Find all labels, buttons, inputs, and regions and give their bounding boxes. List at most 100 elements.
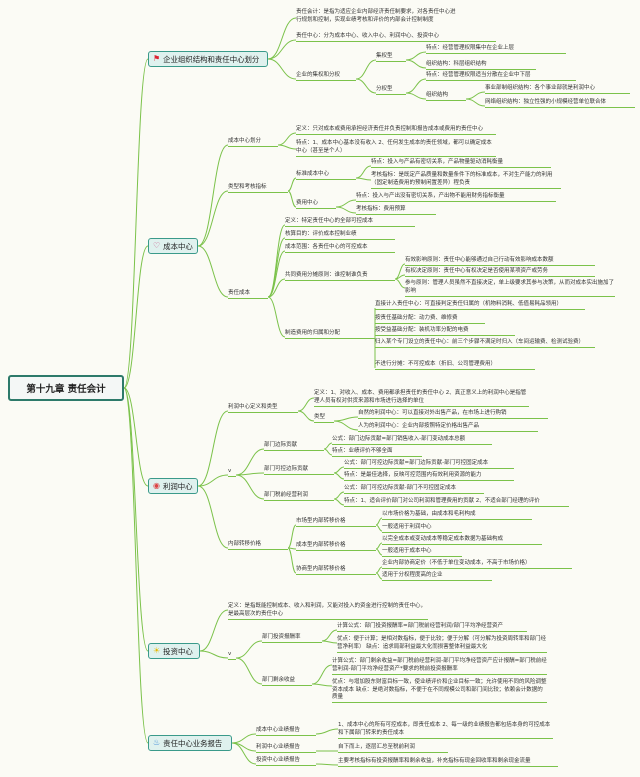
node-s2-gt-b[interactable]: 有权决定原则：责任中心有权决定是否使用某项资产或劳务 [405,268,595,278]
node-s1-org[interactable]: 企业的集权和分权 [296,72,356,82]
node-s2-bz-b[interactable]: 考核指标：是既定产品质量和数量条件下的标准成本，不对生产能力的利用（固定制造费用… [371,172,561,189]
section-investment-center[interactable]: ☀ 投资中心 [148,643,200,659]
node-s3-kk[interactable]: 部门可控边际贡献 [264,466,334,476]
node-s3-kk-b[interactable]: 特点：是最佳选择，反映可控范围内有效利用资源的能力 [344,472,514,482]
connector-line [375,548,383,556]
node-s4-tz-b[interactable]: 优点：便于计算；是相对数指标，便于比较；便于分解（可分解为投资周转率和部门经营净… [337,636,547,653]
node-s2-fy[interactable]: 费用中心 [296,200,336,210]
node-s3-zy[interactable]: 内部转移价格 [228,541,288,551]
node-s3-kk-a[interactable]: 公式：部门可控边际贡献=部门边际贡献-部门可控固定成本 [344,460,514,470]
node-s2-fy-a[interactable]: 特点：投入与产出没有密切关系，产出物不能用财务指标衡量 [356,193,556,203]
node-s3-lx-a[interactable]: 自然的利润中心：可以直接对外出售产品，在市场上进行购销 [358,410,548,420]
connector-line [277,132,297,146]
node-s3-by[interactable]: 部门边际贡献 [264,442,324,452]
node-s3-sq-a[interactable]: 公式：部门可控边际贡献-部门不可控固定成本 [344,485,484,495]
node-s3-cb-a[interactable]: 以完全成本或变动成本等稳定成本数据为基础构成 [382,536,542,546]
connector-line [333,491,345,500]
connector-line [355,78,377,94]
node-s3-xs-a[interactable]: 企业内部协商定价（不低于单位变动成本，不高于市场价格） [382,560,572,570]
node-s2-hf-b[interactable]: 特点：1、成本中心基本没有收入 2、任何发生成本的责任领域，都可以确定成本中心（… [296,140,496,157]
node-s3-v[interactable]: v [228,468,236,478]
node-s2-bz[interactable]: 标准成本中心 [296,171,356,181]
node-s2-zz-c[interactable]: 按受益基础分配：装机功率分配的电费 [375,327,515,337]
node-s5-lr-a[interactable]: 自下而上，逐层汇总至税前利润 [338,744,448,754]
node-s2-zz[interactable]: 制造费用的归属和分配 [285,330,375,340]
node-s3-cb[interactable]: 成本型内部转移价格 [296,542,376,552]
node-s2-hf-a[interactable]: 定义：只对成本或费用承担经济责任并负责控制和报告成本或费用的责任中心 [296,126,496,136]
node-s2-gt-c[interactable]: 参与原则：管理人员虽然不直接决定，单上级要求其参与决策，从而对成本实出施加了影响 [405,280,615,297]
node-s3-sq[interactable]: 部门税前经营利润 [264,492,334,502]
node-s4-sy-b[interactable]: 优点：与增加股东财富目标一致，使业绩评价和企业目标一致；允许使用不同的风险调整资… [332,679,547,704]
node-s3-xs-b[interactable]: 适用于分权程度高的企业 [382,572,492,582]
connector-line [267,58,297,80]
node-s2-zr-fw[interactable]: 成本范围：各责任中心的可控成本 [285,244,395,254]
node-s5-tz[interactable]: 投资中心业绩报告 [256,757,316,767]
node-s2-zr-def[interactable]: 定义：特定责任中心的全部可控成本 [285,218,415,228]
section-performance-report[interactable]: ♨ 责任中心业务报告 [148,735,232,751]
node-s1-zz-a[interactable]: 事业部制组织结构：各个事业部就是利润中心 [485,85,630,95]
node-s2-zr-md[interactable]: 核算目的：评价成本控制业绩 [285,231,395,241]
flame-icon: ♨ [153,738,161,747]
node-s3-by-a[interactable]: 公式：部门边际贡献=部门销售收入-部门变动成本总额 [332,436,492,446]
node-s2-zz-b[interactable]: 按责任基础分配：动力费、维修费 [375,315,485,325]
root-topic[interactable]: 第十九章 责任会计 [8,375,124,401]
node-s3-sq-b[interactable]: 特点：1、适合评价部门对公司利润和管理费用的贡献 2、不适合部门经理的评价 [344,498,569,508]
connector-line [323,442,333,450]
node-s3-sc[interactable]: 市场型内部转移价格 [296,518,376,528]
connector-line [323,448,333,456]
connector-line [267,224,286,298]
node-s3-sc-a[interactable]: 以市场价格为基础，由成本和毛利构成 [382,511,532,521]
node-s3-by-b[interactable]: 特点：业绩评价不够全面 [332,448,422,458]
section-title: 企业组织结构和责任中心划分 [163,54,260,64]
node-s2-zz-e[interactable]: 不进行分摊：不可控成本（折旧、公司管理费用） [375,361,535,371]
node-s2-bz-a[interactable]: 特点：投入与产品有密切关系，产品物量驱动消耗衡量 [371,159,551,169]
sun-icon: ☀ [153,646,161,655]
node-s3-lx-b[interactable]: 人为的利润中心：企业内部按照特定价格出售产品 [358,423,538,433]
connector-line [333,416,359,422]
connector-line [199,650,229,659]
node-s1-fen[interactable]: 分权型 [376,86,406,96]
node-s3-lx[interactable]: 类型 [314,414,334,424]
node-s1-ji-a[interactable]: 特点：经营管理权限集中在企业上层 [426,45,566,55]
node-s3-sc-b[interactable]: 一般适用于利润中心 [382,524,462,534]
node-s4-sy-a[interactable]: 计算公式：部门剩余收益=部门税前经营利润-部门平均净经营资产应计报酬=部门税前经… [332,658,547,675]
node-s5-cb[interactable]: 成本中心业绩报告 [256,727,316,737]
node-s4-sy[interactable]: 部门剩余收益 [262,677,312,687]
node-s1-fen-a[interactable]: 特点：经营管理权限适当分散在企业中下层 [426,72,576,82]
node-s2-fy-b[interactable]: 考核指标：费用预算 [356,206,436,216]
connector-line [315,728,339,735]
connector-line [235,474,265,500]
node-s1-center[interactable]: 责任中心：分为成本中心、收入中心、利润中心、投资中心 [296,33,496,43]
section-profit-center[interactable]: ◉ 利润中心 [148,478,198,494]
node-s3-cb-b[interactable]: 一般适用于成本中心 [382,548,462,558]
node-s5-lr[interactable]: 利润中心业绩报告 [256,744,316,754]
connector-line [267,250,286,298]
node-s2-gt[interactable]: 共同费用分摊原则：谁控制谁负责 [285,272,395,282]
node-s3-dy[interactable]: 利润中心定义和类型 [228,404,298,414]
connector-line [465,98,486,107]
node-s1-ji[interactable]: 集权型 [376,53,406,63]
section-cost-center[interactable]: ♡ 成本中心 [148,238,198,254]
node-s2-hf[interactable]: 成本中心划分 [228,138,278,148]
node-s1-zz[interactable]: 组织结构 [426,92,466,102]
node-s3-xs[interactable]: 协商型内部转移价格 [296,566,376,576]
node-s5-cb-a[interactable]: 1、成本中心的所有可控成本，即责任成本 2、每一级的业绩报告都包括本身的可控成本… [338,722,553,739]
node-s4-v[interactable]: v [228,651,236,661]
node-s1-def[interactable]: 责任会计：是指为适应企业内部经济责任制要求，对各责任中心进行规划和控制，实现业绩… [296,9,456,23]
node-s2-zz-a[interactable]: 直接计入责任中心：可直接判定责任归属的（机物料消耗、低值易耗品领用） [375,301,585,311]
connector-line [287,190,297,208]
node-s4-def[interactable]: 定义：是指既能控制成本、收入和利润，又能对投入的资金进行控制的责任中心，是最高层… [228,603,428,620]
node-s2-zr[interactable]: 责任成本 [228,290,268,300]
node-s4-tz-a[interactable]: 计算公式：部门投资报酬率=部门税前经营利润/部门平均净经营资产 [337,623,527,633]
connector-line [394,274,406,280]
connector-line [197,474,229,487]
node-s2-lx[interactable]: 类型和考核指标 [228,184,288,194]
node-s4-tz[interactable]: 部门投资报酬率 [262,634,322,644]
section-org-structure[interactable]: ⚑ 企业组织结构和责任中心划分 [148,51,268,67]
node-s2-zz-d[interactable]: 归入某个专门设立的责任中心：前三个步骤不满足时归入（车间运输费、检测试验费） [375,339,595,349]
node-s1-ji-b[interactable]: 组织结构：科层组织结构 [426,61,536,71]
node-s5-tz-a[interactable]: 主要考核指标有投资报酬率和剩余收益，补充指标有现金回收率和剩余现金流量 [338,758,558,768]
node-s2-gt-a[interactable]: 有效影响原则：责任中心能够通过自己行动有效影响成本数额 [405,257,595,267]
node-s1-zz-b[interactable]: 网络组织结构：独立性强的小规模经营单位联合体 [485,99,635,109]
node-s3-dy-a[interactable]: 定义：1、对收入、成本、费用都承担责任的责任中心 2、真正意义上的利润中心是指管… [314,390,529,407]
